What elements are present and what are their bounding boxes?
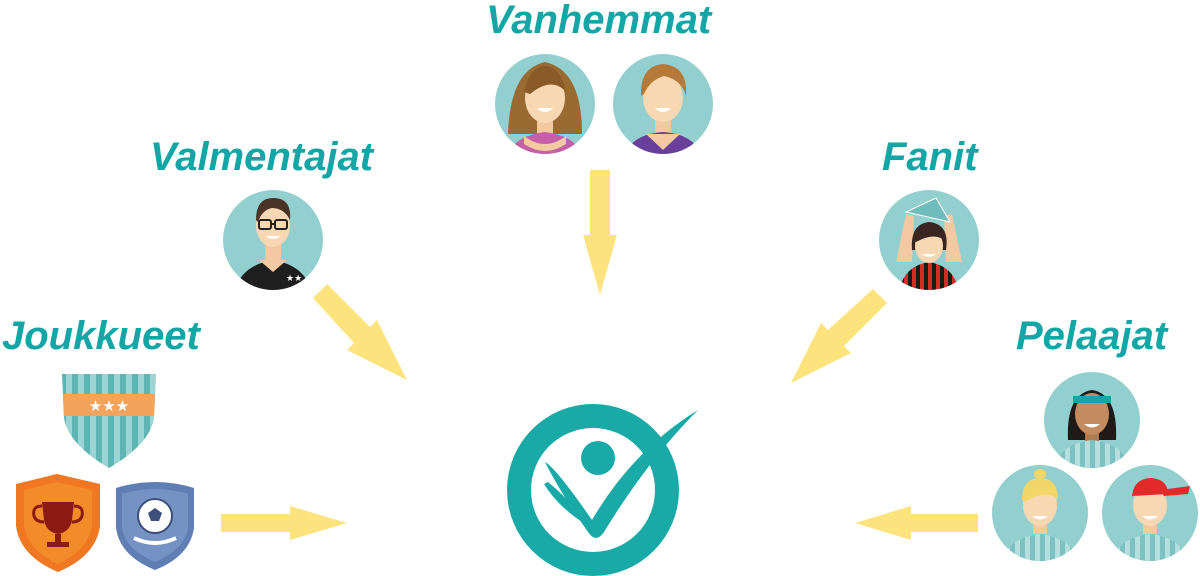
arrow-from-players <box>855 506 978 540</box>
mother-avatar-icon <box>495 54 595 154</box>
parents-label: Vanhemmat <box>486 0 712 42</box>
fans-label: Fanit <box>882 135 978 179</box>
app-logo-icon <box>507 404 698 576</box>
arrow-from-parents <box>583 170 617 295</box>
father-avatar-icon <box>613 54 713 154</box>
arrow-from-coaches <box>313 284 407 380</box>
arrow-from-teams <box>221 506 347 540</box>
player-cap-avatar-icon <box>1102 465 1198 561</box>
arrow-from-fans <box>791 289 887 383</box>
svg-text:★★★: ★★★ <box>89 397 129 415</box>
player-blonde-avatar-icon <box>992 465 1088 561</box>
player-headband-avatar-icon <box>1044 372 1140 468</box>
svg-text:★★: ★★ <box>286 274 302 284</box>
football-shield-badge-icon <box>116 482 194 570</box>
fan-avatar-icon <box>879 190 979 290</box>
trophy-shield-badge-icon <box>16 474 100 572</box>
coaches-label: Valmentajat <box>150 135 374 179</box>
striped-shield-badge-icon: ★★★ <box>62 374 156 468</box>
players-label: Pelaajat <box>1016 314 1168 358</box>
teams-label: Joukkueet <box>2 314 200 358</box>
coach-avatar-icon: ★★ <box>223 190 323 290</box>
